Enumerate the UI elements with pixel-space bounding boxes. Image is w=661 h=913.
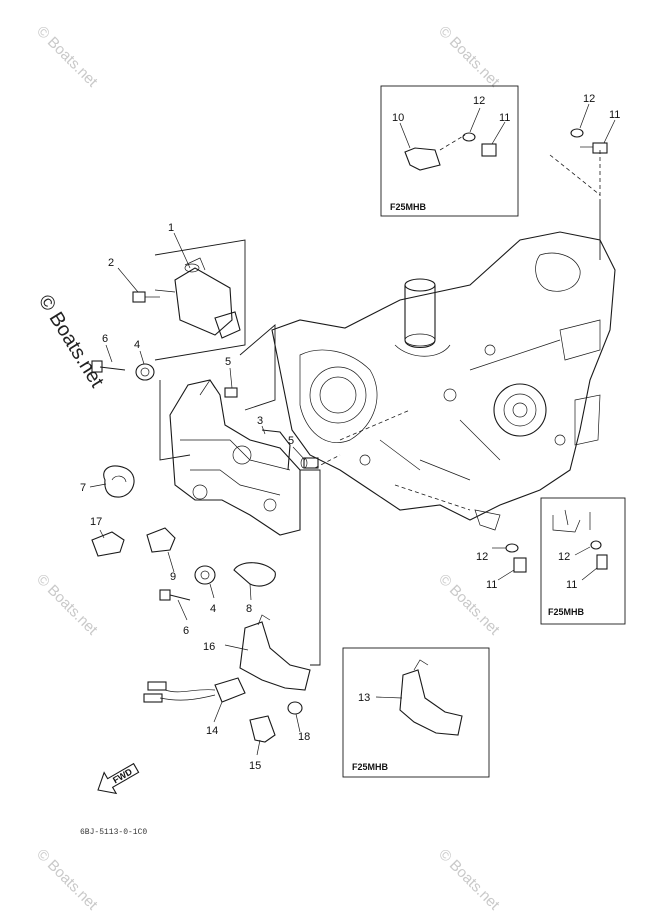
callout-12-top-box: 12 [473, 95, 485, 107]
callout-6-upper: 6 [102, 333, 108, 345]
callout-16: 16 [203, 641, 215, 653]
callout-11-top-right: 11 [609, 109, 620, 121]
collar-5-lower [300, 457, 319, 469]
clip-8 [233, 562, 276, 587]
bracket-assembly [169, 379, 301, 536]
watermark-bottom-left: © Boats.net [33, 846, 101, 913]
clamp-7 [103, 465, 135, 498]
variant-box-right: F25MHB [540, 497, 626, 625]
variant-label-right: F25MHB [548, 607, 585, 617]
watermark-top-left: © Boats.net [33, 23, 101, 91]
holder-9 [146, 527, 176, 553]
callout-1: 1 [168, 222, 174, 234]
holder-17 [91, 531, 125, 557]
boot-15 [249, 715, 276, 743]
grommet-4-lower [194, 565, 216, 585]
collar-5-upper [224, 387, 238, 398]
callouts: 1 2 3 4 4 5 5 6 6 7 8 9 10 11 11 11 11 1… [80, 93, 620, 772]
callout-4-lower: 4 [210, 603, 216, 615]
callout-3: 3 [257, 415, 263, 427]
grommet-4-upper [135, 363, 155, 381]
bolt-11-top-right [580, 142, 608, 154]
callout-5-upper: 5 [225, 356, 231, 368]
ignition-coil [154, 257, 241, 339]
bolt-18 [287, 701, 303, 715]
drawing-code: 6BJ-5113-0-1C0 [80, 828, 147, 837]
bolt-6-upper [91, 360, 126, 373]
bolt-11-mid [513, 557, 527, 573]
bolt-6-lower [159, 589, 191, 601]
switch-14 [143, 677, 246, 703]
leader-lines [89, 103, 616, 756]
watermark-large: © Boats.net [34, 291, 108, 392]
callout-12-right-box: 12 [558, 551, 570, 563]
watermark-bottom-right: © Boats.net [435, 846, 503, 913]
callout-9: 9 [170, 571, 176, 583]
engine-block [271, 231, 616, 531]
plate-16 [239, 614, 311, 691]
variant-label-bottom: F25MHB [352, 762, 389, 772]
fwd-arrow-icon: FWD [97, 762, 140, 795]
washer-12-mid [505, 543, 519, 553]
callout-4-upper: 4 [134, 339, 140, 351]
callout-5-lower: 5 [288, 435, 294, 447]
callout-11-right-box: 11 [566, 579, 577, 591]
callout-14: 14 [206, 725, 218, 737]
bolt-2 [132, 291, 160, 303]
callout-10: 10 [392, 112, 404, 124]
callout-11-top-box: 11 [499, 112, 510, 124]
callout-18: 18 [298, 731, 310, 743]
callout-6-lower: 6 [183, 625, 189, 637]
variant-box-bottom: F25MHB [342, 647, 490, 778]
watermark-top-right: © Boats.net [435, 23, 503, 91]
callout-8: 8 [246, 603, 252, 615]
variant-box-top: F25MHB [380, 85, 519, 217]
assembly-frames [154, 150, 601, 666]
callout-2: 2 [108, 257, 114, 269]
callout-7: 7 [80, 482, 86, 494]
callout-11-mid: 11 [486, 579, 497, 591]
callout-17: 17 [90, 516, 102, 528]
callout-12-mid: 12 [476, 551, 488, 563]
callout-12-top-right: 12 [583, 93, 595, 105]
callout-15: 15 [249, 760, 261, 772]
callout-13: 13 [358, 692, 370, 704]
washer-12-top-right [570, 128, 584, 138]
fwd-arrow-label: FWD [111, 766, 134, 785]
variant-label-top: F25MHB [390, 202, 427, 212]
watermark-mid-left: © Boats.net [33, 571, 101, 639]
watermarks: © Boats.net © Boats.net © Boats.net © Bo… [33, 23, 503, 913]
